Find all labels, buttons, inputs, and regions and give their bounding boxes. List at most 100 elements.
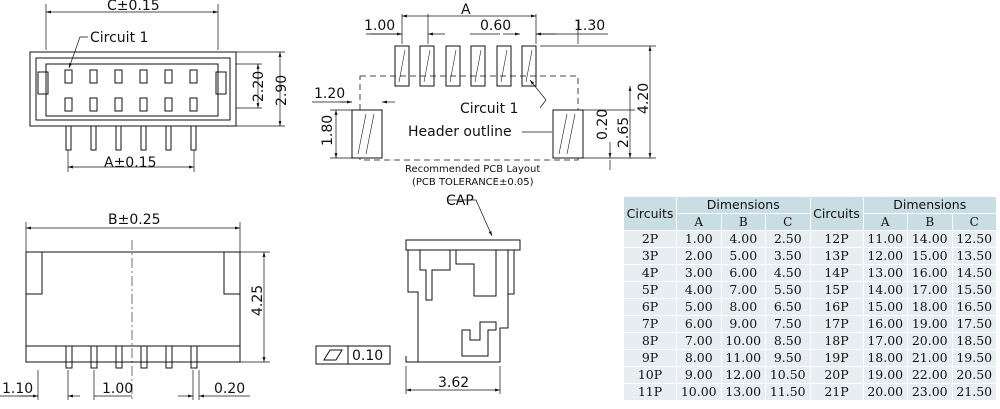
table-cell: 13P [809, 247, 864, 265]
table-cell: 2.50 [765, 230, 811, 248]
sub-a-left: A [676, 213, 722, 231]
table-cell: 18.50 [951, 332, 997, 350]
table-cell: 17P [809, 315, 864, 333]
dim-425-label: 4.25 [250, 285, 266, 316]
table-cell: 14.00 [862, 281, 908, 299]
table-cell: 17.00 [907, 281, 953, 299]
table-cell: 12P [809, 230, 864, 248]
table-cell: 9.50 [765, 349, 811, 367]
top-view: C±0.15 Circuit 1 A±0.15 [29, 0, 290, 172]
front-pins [65, 345, 198, 369]
pcb-header-outline [359, 75, 579, 161]
table-cell: 3P [623, 247, 677, 265]
table-cell: 18.00 [907, 298, 953, 316]
pcb-caption-line2: (PCB TOLERANCE±0.05) [412, 177, 534, 188]
table-cell: 6.50 [765, 298, 811, 316]
table-cell: 4.50 [765, 264, 811, 282]
header-circuits-right: Circuits [809, 196, 864, 231]
table-cell: 10.00 [676, 383, 722, 401]
table-cell: 19.00 [862, 366, 908, 384]
table-cell: 13.00 [720, 383, 766, 401]
table-cell: 4.00 [676, 281, 722, 299]
pcb-layout: A 1.00 0.60 1.30 [312, 2, 656, 188]
table-cell: 20.00 [907, 332, 953, 350]
table-cell: 8.00 [720, 298, 766, 316]
flatness-symbol [315, 345, 349, 365]
table-cell: 13.00 [862, 264, 908, 282]
top-pin-tails [65, 125, 197, 151]
table-cell: 9P [623, 349, 677, 367]
table-cell: 5.50 [765, 281, 811, 299]
header-dimensions-left: Dimensions [676, 196, 811, 214]
pcb-dim-a-label: A [461, 2, 471, 18]
pcb-caption-line1: Recommended PCB Layout [405, 164, 540, 175]
table-cell: 6P [623, 298, 677, 316]
table-cell: 21.00 [907, 349, 953, 367]
table-cell: 10P [623, 366, 677, 384]
pcb-header-outline-label: Header outline [408, 124, 512, 140]
table-cell: 20P [809, 366, 864, 384]
top-body-outline [29, 51, 237, 127]
table-cell: 21.50 [951, 383, 997, 401]
table-cell: 20.50 [951, 366, 997, 384]
table-cell: 10.00 [720, 332, 766, 350]
table-cell: 7.00 [676, 332, 722, 350]
table-cell: 14P [809, 264, 864, 282]
table-cell: 15P [809, 281, 864, 299]
table-cell: 17.50 [951, 315, 997, 333]
sub-b-left: B [720, 213, 766, 231]
table-cell: 18.00 [862, 349, 908, 367]
table-cell: 14.50 [951, 264, 997, 282]
pcb-dim-020-label: 0.20 [595, 109, 611, 140]
cap-label: CAP [446, 193, 474, 209]
table-cell: 5.00 [720, 247, 766, 265]
table-cell: 17.00 [862, 332, 908, 350]
table-cell: 7.00 [720, 281, 766, 299]
table-cell: 11.00 [720, 349, 766, 367]
table-cell: 19.50 [951, 349, 997, 367]
dim-362-label: 3.62 [438, 375, 469, 391]
table-cell: 19.00 [907, 315, 953, 333]
table-cell: 7.50 [765, 315, 811, 333]
pcb-dim-060-label: 0.60 [480, 18, 511, 34]
dimensions-table: Circuits Dimensions Circuits Dimensions … [623, 196, 997, 401]
table-cell: 16.00 [907, 264, 953, 282]
cap-outline [405, 239, 521, 251]
header-dimensions-right: Dimensions [862, 196, 997, 214]
table-cell: 16.00 [862, 315, 908, 333]
table-cell: 9.00 [720, 315, 766, 333]
top-pin-row-1 [64, 69, 198, 84]
table-cell: 13.50 [951, 247, 997, 265]
table-cell: 22.00 [907, 366, 953, 384]
table-cell: 7P [623, 315, 677, 333]
front-dim-020-label: 0.20 [214, 381, 245, 397]
table-cell: 3.50 [765, 247, 811, 265]
table-cell: 16P [809, 298, 864, 316]
dim-b-label: B±0.25 [108, 212, 161, 228]
table-cell: 6.00 [720, 264, 766, 282]
table-cell: 8.00 [676, 349, 722, 367]
dim-220-label: 2.20 [251, 71, 267, 102]
sub-c-right: C [951, 213, 997, 231]
pcb-dim-265-label: 2.65 [616, 117, 632, 148]
table-cell: 5.00 [676, 298, 722, 316]
table-cell: 11.50 [765, 383, 811, 401]
table-cell: 8P [623, 332, 677, 350]
table-cell: 12.00 [862, 247, 908, 265]
table-cell: 14.00 [907, 230, 953, 248]
front-dim-110-label: 1.10 [2, 381, 33, 397]
table-cell: 18P [809, 332, 864, 350]
pcb-dim-120-label: 1.20 [314, 86, 345, 102]
table-cell: 15.00 [907, 247, 953, 265]
flatness-value: 0.10 [352, 348, 383, 364]
dim-290-label: 2.90 [274, 75, 290, 106]
